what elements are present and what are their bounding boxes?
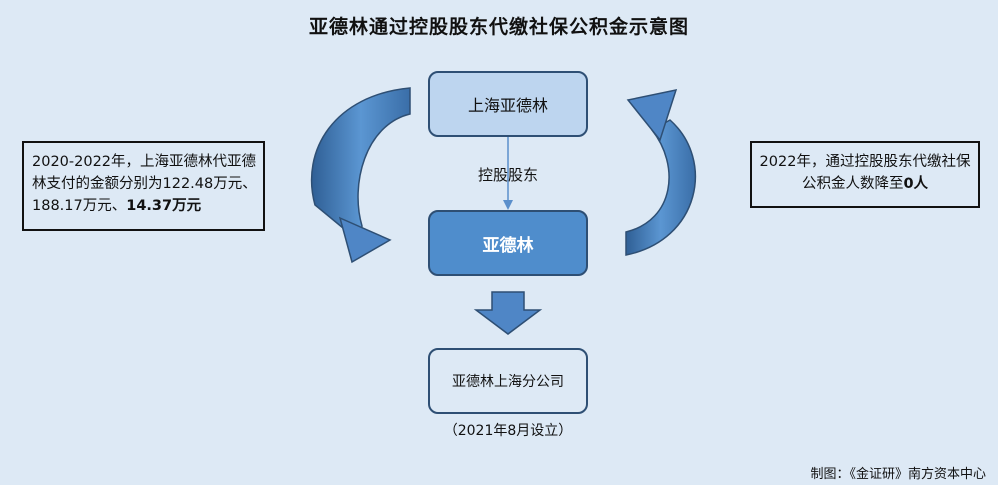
left-note-text: 2020-2022年，上海亚德林代亚德林支付的金额分别为122.48万元、188… <box>32 154 257 214</box>
right-curved-arrow <box>625 119 697 256</box>
node-shanghai-branch: 亚德林上海分公司 <box>428 348 588 414</box>
left-curved-arrow-head <box>338 216 392 264</box>
right-note-highlight: 0人 <box>903 176 929 192</box>
diagram-title: 亚德林通过控股股东代缴社保公积金示意图 <box>308 16 689 38</box>
node-shanghai-yadelin: 上海亚德林 <box>428 71 588 137</box>
edge-label-holding: 控股股东 <box>477 166 538 184</box>
left-curved-arrow <box>310 87 411 244</box>
right-note-text: 2022年，通过控股股东代缴社保公积金人数降至 <box>759 154 971 192</box>
branch-established-note: （2021年8月设立） <box>443 423 573 439</box>
credit-line: 制图：《金证研》南方资本中心 <box>810 467 986 482</box>
right-curved-arrow-head <box>626 89 678 142</box>
holding-connector-head <box>503 200 513 210</box>
right-note-box: 2022年，通过控股股东代缴社保公积金人数降至0人 <box>750 141 980 208</box>
down-block-arrow <box>473 291 543 335</box>
left-note-highlight: 14.37万元 <box>126 198 202 214</box>
node-yadelin: 亚德林 <box>428 210 588 276</box>
left-note-box: 2020-2022年，上海亚德林代亚德林支付的金额分别为122.48万元、188… <box>22 141 265 231</box>
